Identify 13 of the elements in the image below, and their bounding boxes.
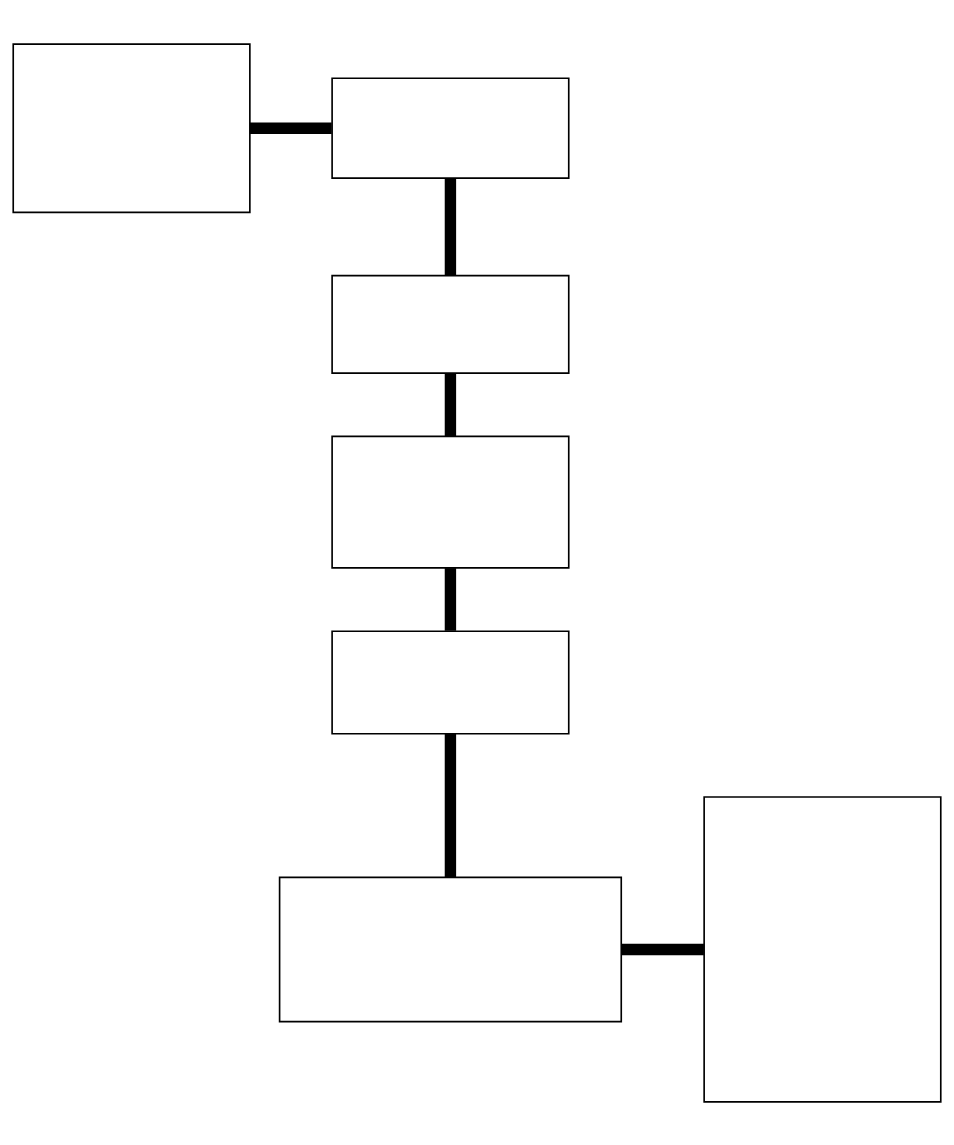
node-box bbox=[278, 876, 623, 1022]
node-box bbox=[331, 435, 570, 569]
connector bbox=[444, 177, 457, 276]
node-box bbox=[331, 629, 570, 735]
connector bbox=[444, 567, 457, 631]
node-box bbox=[331, 76, 570, 179]
connector bbox=[249, 122, 332, 134]
connector bbox=[621, 943, 704, 955]
node-box bbox=[12, 42, 251, 213]
connector bbox=[444, 733, 457, 877]
node-box bbox=[331, 274, 570, 374]
node-box bbox=[703, 795, 942, 1103]
connector bbox=[444, 373, 457, 436]
